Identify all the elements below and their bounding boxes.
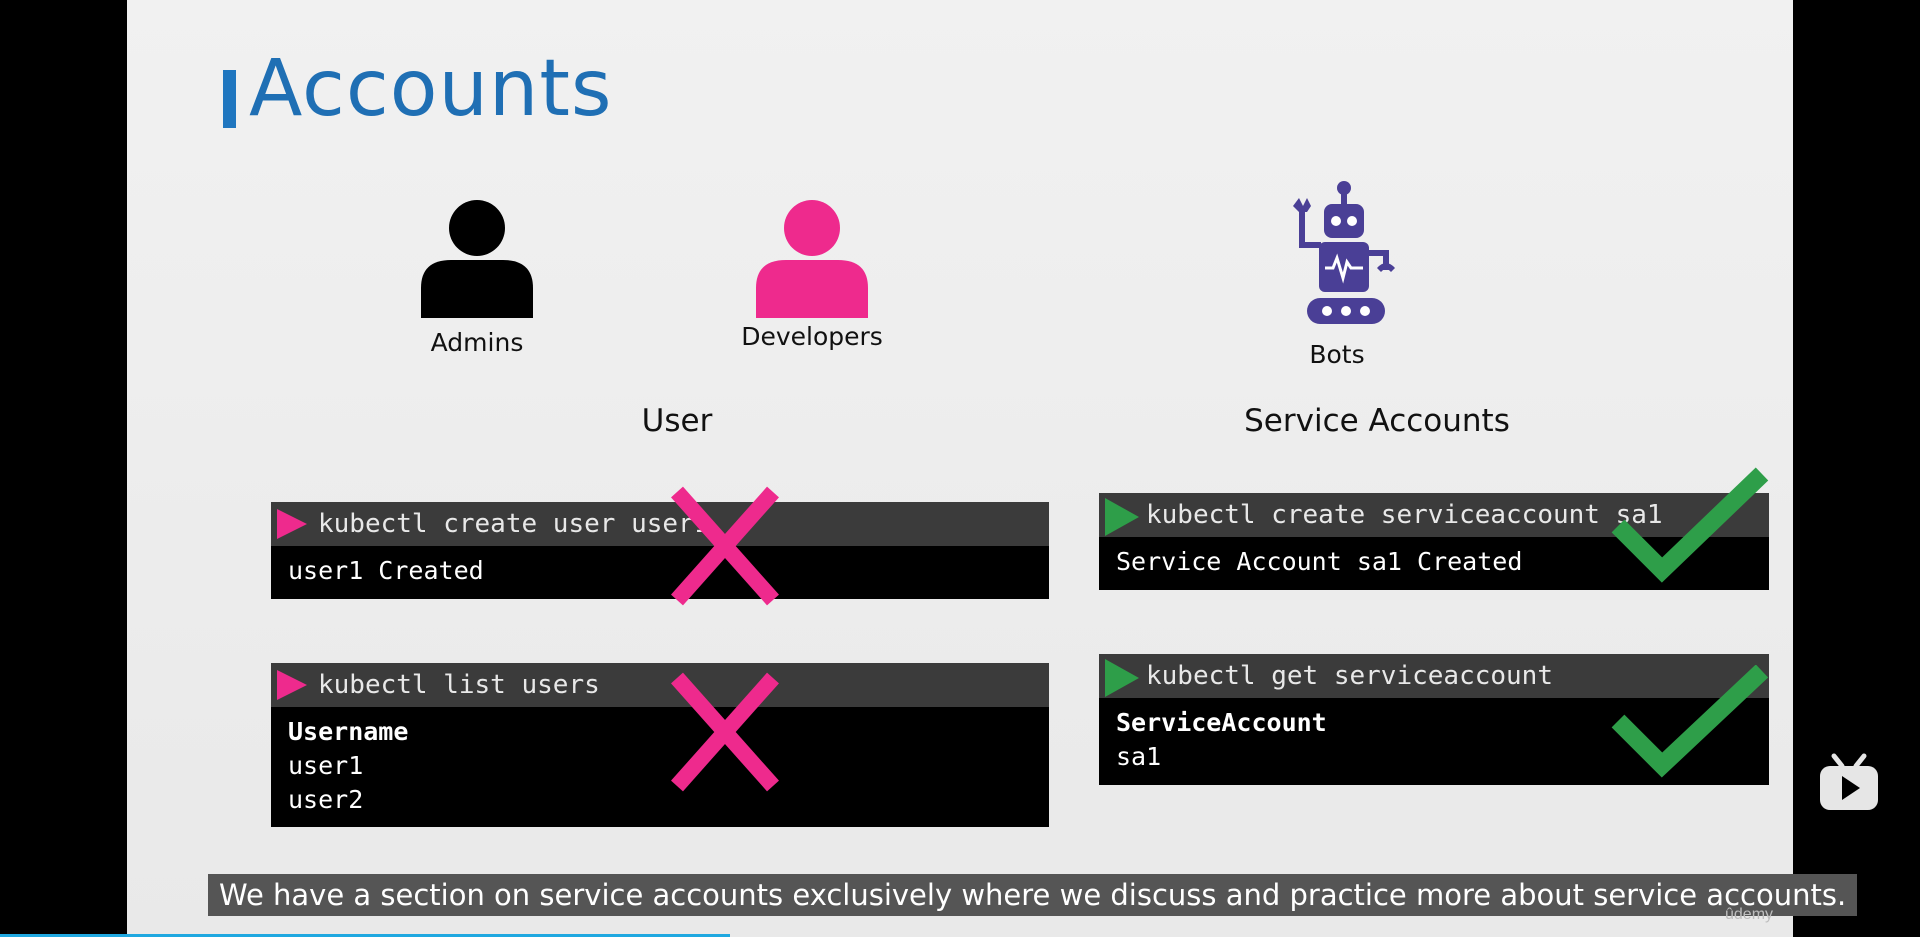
check-mark-icon (1611, 467, 1769, 583)
output-line: user2 (288, 785, 364, 814)
terminal-command-bar: kubectl get serviceaccount (1099, 654, 1769, 698)
developer-person-icon (756, 200, 868, 318)
terminal-create-user: kubectl create user user1 user1 Created (271, 502, 1049, 599)
output-line: Service Account sa1 Created (1116, 547, 1523, 576)
terminal-list-users: kubectl list users Username user1 user2 (271, 663, 1049, 827)
prompt-play-icon (277, 670, 307, 700)
terminal-output: user1 Created (271, 546, 1049, 588)
section-service-accounts: Service Accounts (1244, 403, 1510, 439)
output-line: user1 (288, 751, 364, 780)
terminal-output: ServiceAccount sa1 (1099, 698, 1769, 774)
robot-icon (1293, 181, 1395, 324)
output-line: sa1 (1116, 742, 1162, 771)
admin-person-icon (421, 200, 533, 318)
output-header: Username (288, 717, 409, 746)
bilibili-tv-icon[interactable] (1818, 752, 1880, 814)
section-user: User (641, 403, 713, 439)
title-accent-bar (223, 70, 236, 128)
slide: Accounts Admins Developers (127, 0, 1793, 937)
terminal-command-bar: kubectl list users (271, 663, 1049, 707)
udemy-watermark: ûdemy (1725, 906, 1774, 923)
terminal-output: Username user1 user2 (271, 707, 1049, 817)
slide-title: Accounts (249, 44, 613, 134)
cross-mark-icon (671, 486, 779, 606)
bots-label: Bots (1309, 340, 1365, 369)
terminal-command-bar: kubectl create serviceaccount sa1 (1099, 493, 1769, 537)
video-progress-bar[interactable] (0, 934, 730, 937)
prompt-play-icon (1105, 659, 1139, 697)
terminal-command-bar: kubectl create user user1 (271, 502, 1049, 546)
terminal-get-serviceaccount: kubectl get serviceaccount ServiceAccoun… (1099, 654, 1769, 785)
output-line: user1 Created (288, 556, 484, 585)
subtitle-caption: We have a section on service accounts ex… (208, 874, 1858, 916)
cross-mark-icon (671, 672, 779, 792)
command-text: kubectl create user user1 (318, 509, 710, 539)
command-text: kubectl get serviceaccount (1146, 661, 1553, 691)
terminal-output: Service Account sa1 Created (1099, 537, 1769, 579)
check-mark-icon (1611, 665, 1769, 778)
terminal-create-serviceaccount: kubectl create serviceaccount sa1 Servic… (1099, 493, 1769, 590)
prompt-play-icon (277, 509, 307, 539)
command-text: kubectl list users (318, 670, 600, 700)
admins-label: Admins (430, 328, 524, 357)
developers-label: Developers (741, 322, 883, 351)
output-header: ServiceAccount (1116, 708, 1327, 737)
command-text: kubectl create serviceaccount sa1 (1146, 500, 1663, 530)
prompt-play-icon (1105, 498, 1139, 536)
